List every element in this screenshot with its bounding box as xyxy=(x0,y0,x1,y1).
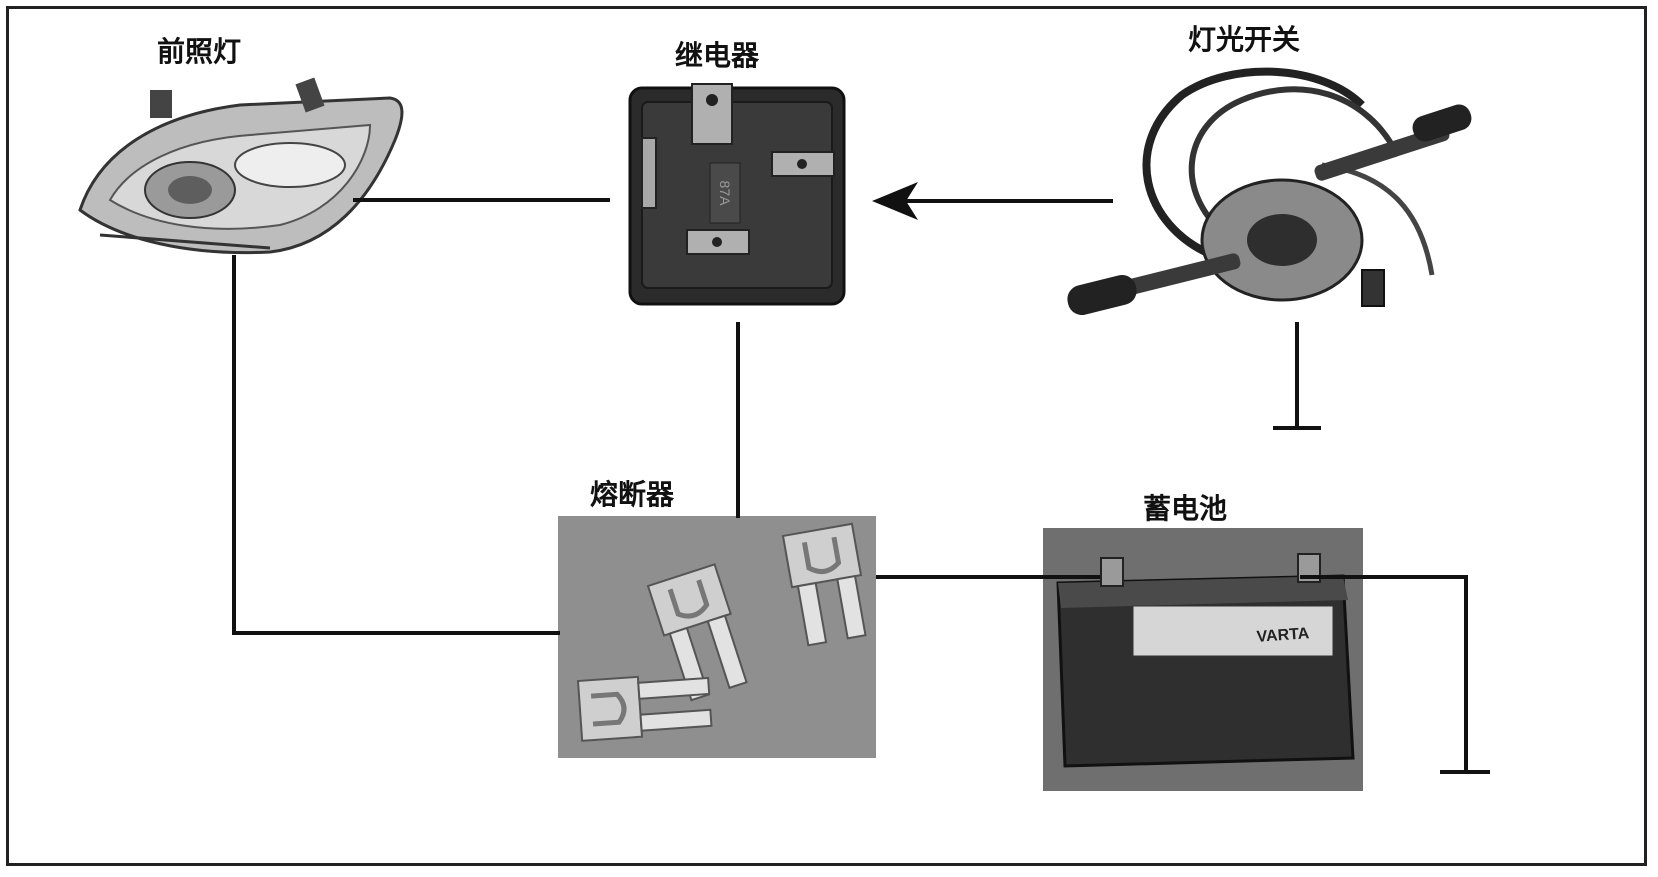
fuse-photo xyxy=(558,516,876,758)
relay-icon: 87A xyxy=(628,83,846,306)
headlight-photo xyxy=(70,70,410,260)
fuse-label: 熔断器 xyxy=(590,478,675,511)
diagram-frame xyxy=(6,6,1647,866)
relay-terminal-mark: 87A xyxy=(717,181,733,207)
headlight-label: 前照灯 xyxy=(157,35,242,68)
fuse-icon xyxy=(558,516,876,758)
relay-photo: 87A xyxy=(622,78,852,314)
relay-label: 继电器 xyxy=(675,39,760,72)
battery-icon: VARTA xyxy=(1043,528,1363,791)
switch-icon xyxy=(1067,67,1472,316)
battery-label: 蓄电池 xyxy=(1143,492,1228,525)
battery-photo: VARTA xyxy=(1043,528,1363,791)
battery-brand-mark: VARTA xyxy=(1256,625,1310,646)
headlight-icon xyxy=(78,77,404,255)
light-switch-label: 灯光开关 xyxy=(1188,23,1301,56)
light-switch-photo xyxy=(1062,55,1482,325)
